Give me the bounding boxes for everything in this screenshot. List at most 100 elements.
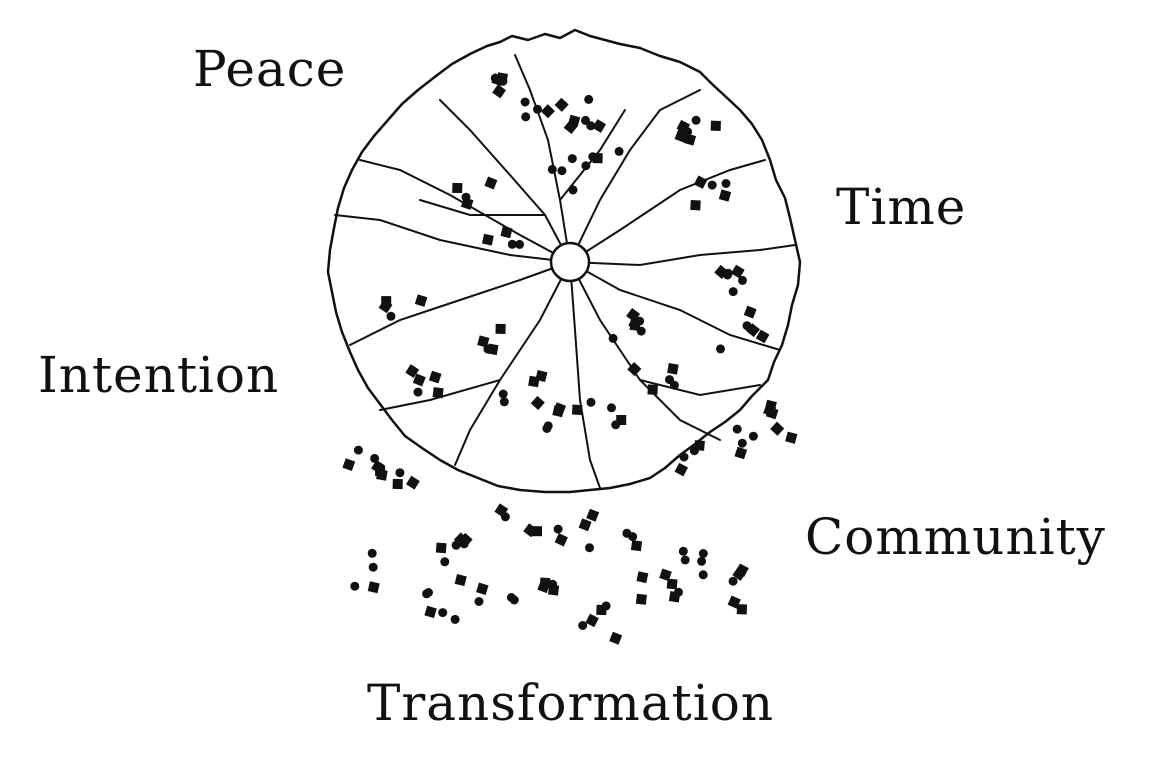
village-square (636, 594, 647, 605)
village-dot (699, 570, 708, 579)
village-square (585, 614, 598, 627)
village-square (375, 466, 385, 476)
village-square (429, 371, 442, 384)
village-square (631, 540, 642, 551)
label-peace: Peace (193, 44, 346, 94)
village-dot (722, 179, 731, 188)
village-square (433, 387, 444, 398)
village-dot (521, 112, 530, 121)
village-square (647, 384, 658, 395)
village-dot (733, 425, 742, 434)
village-dot (586, 121, 595, 130)
label-intention: Intention (38, 350, 279, 400)
village-square (436, 543, 447, 554)
village-square (500, 226, 512, 238)
village-dot (451, 615, 460, 624)
village-dot (440, 557, 449, 566)
village-dot (578, 621, 587, 630)
village-square (744, 306, 757, 319)
label-transformation: Transformation (367, 678, 774, 728)
village-dot (548, 165, 557, 174)
village-dot (585, 543, 594, 552)
village-square (424, 606, 436, 618)
village-square (540, 577, 551, 588)
village-square (675, 463, 689, 477)
village-dot (738, 439, 747, 448)
village-dot (680, 453, 689, 462)
village-square (496, 324, 506, 334)
village-square (555, 98, 569, 112)
village-dot (350, 582, 359, 591)
village-square (630, 320, 641, 331)
village-dot (569, 185, 578, 194)
village-dot (584, 95, 593, 104)
village-dot (716, 344, 725, 353)
village-dot (581, 161, 590, 170)
village-dot (498, 77, 507, 86)
village-dot (679, 547, 688, 556)
village-dot (681, 556, 690, 565)
village-dot (587, 398, 596, 407)
village-square (785, 432, 797, 444)
village-dot (708, 181, 717, 190)
village-dot (500, 397, 509, 406)
village-square (487, 344, 499, 356)
village-square (455, 574, 467, 586)
village-square (636, 571, 648, 583)
village-dot (692, 116, 701, 125)
village-dot (533, 105, 542, 114)
village-dot (729, 287, 738, 296)
village-dot (738, 276, 747, 285)
village-square (690, 200, 701, 211)
village-square (593, 153, 603, 163)
village-dot (749, 432, 758, 441)
village-square (484, 176, 497, 189)
trunk-circle (551, 243, 589, 281)
village-dot (615, 147, 624, 156)
village-dot (554, 525, 563, 534)
village-dot (622, 529, 631, 538)
village-dot (607, 403, 616, 412)
village-square (393, 479, 403, 489)
village-marks (342, 72, 797, 644)
village-square (694, 440, 705, 451)
village-square (482, 234, 494, 246)
village-square (532, 526, 542, 536)
village-square (476, 583, 488, 595)
village-dot (414, 388, 423, 397)
village-dot (501, 512, 510, 521)
village-square (342, 458, 355, 471)
village-square (719, 189, 731, 201)
village-square (694, 175, 707, 188)
village-dot (369, 563, 378, 572)
village-dot (729, 577, 738, 586)
village-square (452, 183, 462, 193)
label-community: Community (805, 512, 1106, 562)
village-square (667, 363, 679, 375)
village-square (734, 447, 747, 460)
village-dot (422, 589, 431, 598)
village-dot (499, 390, 508, 399)
village-dot (368, 549, 377, 558)
village-square (586, 509, 599, 522)
village-square (406, 476, 420, 490)
village-dot (611, 420, 620, 429)
village-square (711, 121, 721, 131)
village-square (555, 533, 568, 546)
village-square (368, 581, 380, 593)
village-square (541, 104, 555, 118)
village-square (579, 518, 592, 531)
label-time: Time (836, 182, 966, 232)
village-dot (557, 166, 566, 175)
village-square (596, 605, 606, 615)
village-dot (521, 98, 530, 107)
village-dot (515, 240, 524, 249)
village-dot (475, 597, 484, 606)
village-square (415, 294, 427, 306)
village-dot (665, 375, 674, 384)
village-square (770, 422, 784, 436)
village-dot (395, 468, 404, 477)
village-dot (438, 608, 447, 617)
village-square (531, 396, 545, 410)
village-dot (542, 424, 551, 433)
